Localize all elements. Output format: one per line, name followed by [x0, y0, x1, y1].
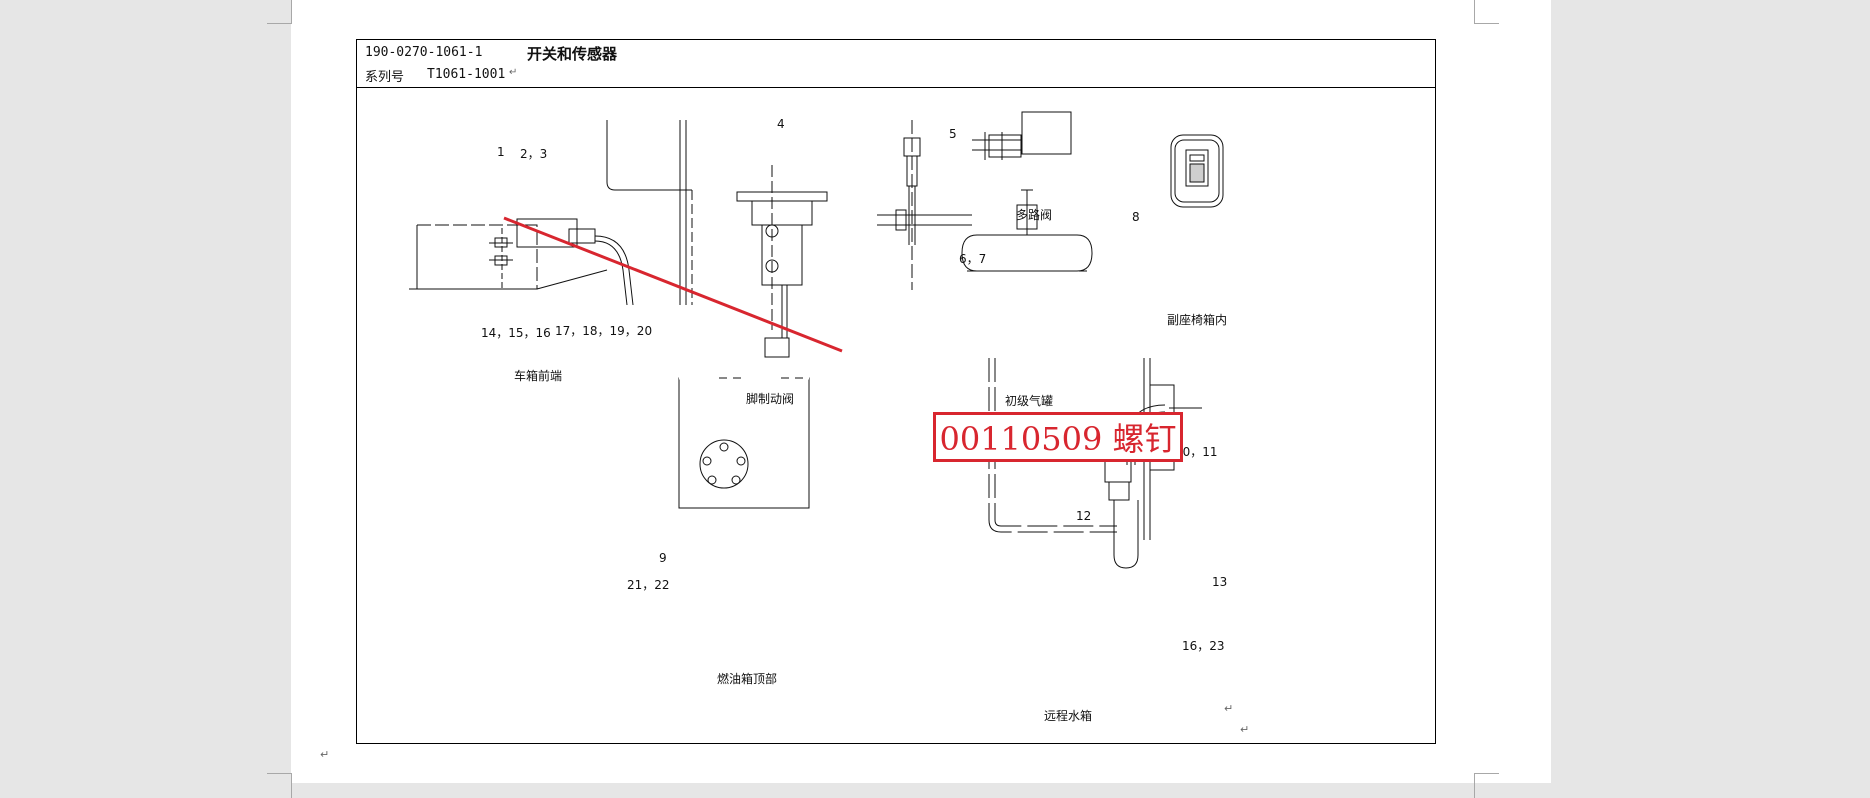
front-sensor-drawing: [409, 120, 693, 306]
caption-seat-box: 副座椅箱内: [1167, 313, 1228, 327]
seat-switch-drawing: [1170, 134, 1224, 208]
label-4: 4: [777, 117, 785, 131]
doc-number: 190-0270-1061-1: [365, 45, 483, 60]
serial-label: 系列号: [365, 70, 405, 85]
callout-leader-line: [503, 216, 843, 353]
caption-air-tank: 初级气罐: [1005, 394, 1054, 408]
radiator-drawing: [988, 358, 1202, 569]
label-13: 13: [1212, 575, 1228, 589]
paragraph-mark: ↵: [1240, 723, 1250, 736]
drawing-frame: 190-0270-1061-1 开关和传感器 系列号 T1061-1001 ↵: [356, 39, 1436, 744]
air-tank-drawing: [961, 189, 1093, 272]
label-12: 12: [1076, 509, 1092, 523]
diagram: [409, 111, 1224, 569]
label-6-7: 6，7: [959, 252, 987, 266]
paragraph-mark: ↵: [509, 67, 518, 78]
label-14-15-16: 14，15，16: [481, 326, 551, 340]
serial-value: T1061-1001: [427, 67, 506, 82]
crop-mark-top-left: [267, 0, 292, 24]
caption-brake-valve: 脚制动阀: [746, 392, 795, 406]
crop-mark-bottom-left: [267, 773, 292, 798]
crop-mark-bottom-right: [1474, 773, 1499, 798]
label-16-23: 16，23: [1182, 639, 1225, 653]
paragraph-mark: ↵: [320, 748, 330, 761]
brake-valve-drawing: [736, 120, 972, 358]
label-10-11: 10，11: [1175, 445, 1218, 459]
label-8: 8: [1132, 210, 1140, 224]
label-17-18-19-20: 17，18，19，20: [555, 324, 653, 338]
crop-mark-top-right: [1474, 0, 1499, 24]
part-callout-text: 00110509 螺钉: [939, 420, 1177, 458]
title-block: 190-0270-1061-1 开关和传感器 系列号 T1061-1001 ↵: [357, 40, 1435, 88]
document-page: ↵ 190-0270-1061-1 开关和传感器 系列号 T1061-1001 …: [267, 0, 1551, 798]
caption-front: 车箱前端: [514, 369, 563, 383]
caption-fuel-tank-top: 燃油箱顶部: [717, 672, 778, 686]
doc-title: 开关和传感器: [527, 45, 618, 63]
label-21-22: 21，22: [627, 578, 670, 592]
paragraph-mark: ↵: [1224, 702, 1234, 715]
label-1: 1: [497, 145, 505, 159]
label-5: 5: [949, 127, 957, 141]
caption-radiator: 远程水箱: [1044, 709, 1093, 723]
part-callout-box: 00110509 螺钉: [933, 412, 1183, 462]
fuel-tank-top-drawing: [678, 376, 810, 509]
multi-valve-drawing: [972, 111, 1072, 160]
label-2-3: 2，3: [520, 147, 548, 161]
caption-multi-valve: 多路阀: [1016, 208, 1053, 222]
label-9: 9: [659, 551, 667, 565]
